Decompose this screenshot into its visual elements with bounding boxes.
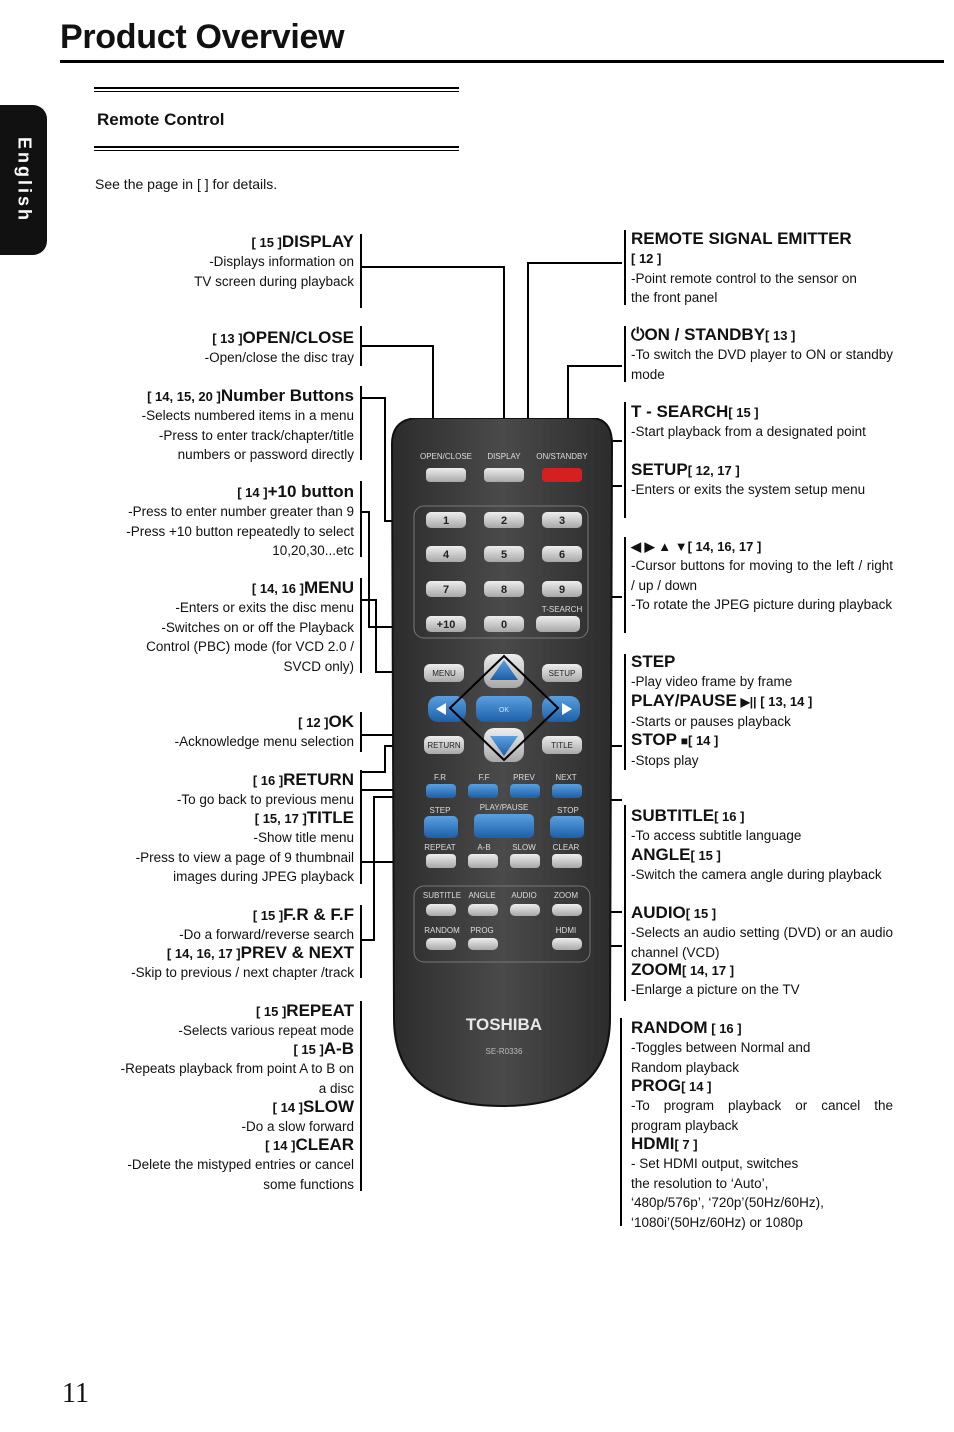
label-subtitle: SUBTITLE[ 16 ] -To access subtitle langu… bbox=[631, 806, 802, 844]
label-slow: [ 14 ]SLOW -Do a slow forward bbox=[241, 1097, 354, 1135]
intro-text: See the page in [ ] for details. bbox=[95, 176, 278, 192]
digit-6: 6 bbox=[559, 549, 565, 561]
ok-key-label: OK bbox=[499, 707, 509, 714]
label-repeat: [ 15 ]REPEAT -Selects various repeat mod… bbox=[178, 1001, 354, 1039]
t-search-key-label: T-SEARCH bbox=[542, 605, 583, 614]
digit-0: 0 bbox=[501, 619, 507, 631]
ab-key-label: A-B bbox=[477, 843, 490, 852]
display-key-label: DISPLAY bbox=[487, 452, 521, 461]
angle-key-label: ANGLE bbox=[468, 891, 495, 900]
hdmi-key-label: HDMI bbox=[556, 926, 576, 935]
model-number: SE-R0336 bbox=[486, 1047, 523, 1056]
section-heading: Remote Control bbox=[97, 110, 225, 129]
display-key bbox=[484, 468, 524, 482]
label-t-search: T - SEARCH[ 15 ] -Start playback from a … bbox=[631, 402, 866, 440]
play-pause-key-label: PLAY/PAUSE bbox=[480, 803, 529, 812]
digit-7: 7 bbox=[443, 584, 449, 596]
label-remote-signal-emitter: REMOTE SIGNAL EMITTER [ 12 ] -Point remo… bbox=[631, 229, 857, 306]
plus10-key-label: +10 bbox=[437, 619, 456, 631]
remote-control: OPEN/CLOSE DISPLAY ON/STANDBY 1 2 3 4 5 … bbox=[390, 418, 614, 1108]
digit-9: 9 bbox=[559, 584, 565, 596]
repeat-key-label: REPEAT bbox=[424, 843, 456, 852]
standby-key bbox=[542, 468, 582, 482]
zoom-key-label: ZOOM bbox=[554, 891, 578, 900]
label-random: RANDOM [ 16 ] -Toggles between Normal an… bbox=[631, 1018, 811, 1075]
return-key-label: RETURN bbox=[427, 741, 461, 750]
step-key-label: STEP bbox=[430, 806, 451, 815]
cursor-arrows-icon: ◀ ▶ ▲ ▼ bbox=[631, 539, 688, 554]
label-step: STEP -Play video frame by frame bbox=[631, 652, 793, 690]
clear-key-label: CLEAR bbox=[553, 843, 580, 852]
open-close-key bbox=[426, 468, 466, 482]
page-number: 11 bbox=[62, 1378, 89, 1409]
play-pause-icon: ▶|| bbox=[740, 695, 757, 709]
label-plus10: [ 14 ]+10 button -Press to enter number … bbox=[126, 482, 354, 559]
subtitle-key-label: SUBTITLE bbox=[423, 891, 461, 900]
next-key-label: NEXT bbox=[555, 773, 576, 782]
ff-key-label: F.F bbox=[478, 773, 489, 782]
page-title: Product Overview bbox=[60, 18, 345, 56]
label-prev-next: [ 14, 16, 17 ]PREV & NEXT -Skip to previ… bbox=[131, 943, 354, 981]
section-rule-top bbox=[94, 87, 459, 92]
stop-icon: ■ bbox=[680, 734, 688, 748]
label-open-close: [ 13 ]OPEN/CLOSE -Open/close the disc tr… bbox=[204, 328, 354, 366]
title-key-label: TITLE bbox=[551, 741, 573, 750]
open-close-key-label: OPEN/CLOSE bbox=[420, 452, 472, 461]
prog-key-label: PROG bbox=[470, 926, 494, 935]
random-key-label: RANDOM bbox=[424, 926, 460, 935]
label-return: [ 16 ]RETURN -To go back to previous men… bbox=[176, 770, 354, 808]
digit-2: 2 bbox=[501, 515, 507, 527]
label-audio: AUDIO[ 15 ] -Selects an audio setting (D… bbox=[631, 903, 893, 960]
label-stop: STOP ■[ 14 ] -Stops play bbox=[631, 730, 719, 769]
menu-key-label: MENU bbox=[432, 669, 456, 678]
setup-key-label: SETUP bbox=[549, 669, 576, 678]
standby-key-label: ON/STANDBY bbox=[536, 452, 588, 461]
label-ab: [ 15 ]A-B -Repeats playback from point A… bbox=[120, 1039, 354, 1096]
label-clear: [ 14 ]CLEAR -Delete the mistyped entries… bbox=[127, 1135, 354, 1192]
section-rule-bottom bbox=[94, 146, 459, 151]
label-play-pause: PLAY/PAUSE ▶|| [ 13, 14 ] -Starts or pau… bbox=[631, 691, 813, 730]
label-menu: [ 14, 16 ]MENU -Enters or exits the disc… bbox=[146, 578, 354, 674]
digit-8: 8 bbox=[501, 584, 507, 596]
fr-key-label: F.R bbox=[434, 773, 446, 782]
audio-key-label: AUDIO bbox=[511, 891, 536, 900]
brand-logo: TOSHIBA bbox=[466, 1015, 542, 1034]
power-icon: ⏻ bbox=[631, 325, 645, 344]
stop-key-label: STOP bbox=[557, 806, 579, 815]
label-angle: ANGLE[ 15 ] -Switch the camera angle dur… bbox=[631, 845, 882, 883]
label-prog: PROG[ 14 ] -To program playback or cance… bbox=[631, 1076, 893, 1133]
title-rule bbox=[60, 60, 944, 63]
label-title: [ 15, 17 ]TITLE -Show title menu-Press t… bbox=[135, 808, 354, 885]
label-ok: [ 12 ]OK -Acknowledge menu selection bbox=[174, 712, 354, 750]
label-fr-ff: [ 15 ]F.R & F.F -Do a forward/reverse se… bbox=[179, 905, 354, 943]
label-cursor-buttons: ◀ ▶ ▲ ▼[ 14, 16, 17 ] -Cursor buttons fo… bbox=[631, 539, 893, 613]
language-tab: English bbox=[0, 105, 47, 255]
label-on-standby: ⏻ON / STANDBY[ 13 ] -To switch the DVD p… bbox=[631, 325, 893, 382]
label-zoom: ZOOM[ 14, 17 ] -Enlarge a picture on the… bbox=[631, 960, 800, 998]
slow-key-label: SLOW bbox=[512, 843, 536, 852]
prev-key-label: PREV bbox=[513, 773, 535, 782]
digit-1: 1 bbox=[443, 515, 449, 527]
label-setup: SETUP[ 12, 17 ] -Enters or exits the sys… bbox=[631, 460, 866, 498]
digit-5: 5 bbox=[501, 549, 507, 561]
digit-4: 4 bbox=[443, 549, 450, 561]
digit-3: 3 bbox=[559, 515, 565, 527]
label-number-buttons: [ 14, 15, 20 ]Number Buttons -Selects nu… bbox=[141, 386, 354, 463]
